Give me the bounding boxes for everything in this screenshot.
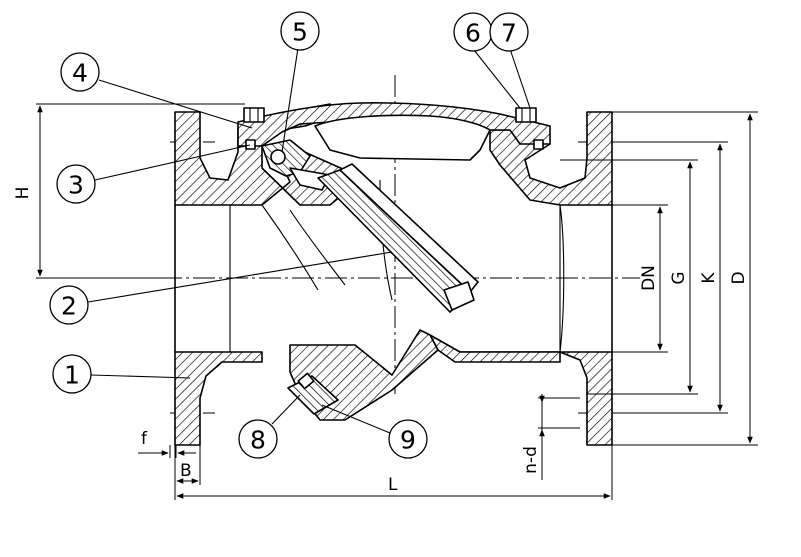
dim-label-H: H	[13, 187, 33, 200]
hinge-assembly	[261, 139, 331, 191]
dimension-labels: H DN G K D n-d f B L	[13, 187, 749, 495]
gasket-right	[533, 139, 544, 150]
callout-3-label: 3	[68, 171, 84, 200]
swing-disc	[317, 163, 479, 313]
dimension-lines	[36, 103, 758, 500]
dim-label-DN: DN	[639, 265, 659, 291]
callout-4-label: 4	[72, 59, 88, 88]
dim-label-G: G	[669, 271, 689, 284]
bolt-left	[243, 107, 265, 123]
drain-plug	[287, 372, 339, 415]
callout-2-label: 2	[61, 292, 77, 321]
bolt-right	[515, 107, 537, 123]
callout-1: 1	[52, 354, 92, 394]
bore-outline	[174, 179, 613, 353]
dim-label-L: L	[388, 475, 398, 495]
callout-9: 9	[388, 419, 428, 459]
callout-7-label: 7	[501, 19, 517, 48]
dim-label-K: K	[699, 272, 719, 284]
callout-1-label: 1	[64, 361, 80, 390]
dim-label-f: f	[141, 429, 148, 449]
callout-7: 7	[489, 12, 529, 52]
callout-5-label: 5	[292, 18, 308, 47]
callout-6-label: 6	[465, 19, 481, 48]
dim-label-nd: n-d	[521, 446, 541, 474]
callout-4: 4	[60, 52, 100, 92]
callout-8: 8	[238, 419, 278, 459]
callout-3: 3	[56, 164, 96, 204]
leader-lines	[87, 47, 531, 434]
callout-6: 6	[453, 12, 493, 52]
dim-label-D: D	[729, 271, 749, 284]
callout-5: 5	[280, 11, 320, 51]
dim-label-B: B	[180, 461, 192, 481]
callout-9-label: 9	[400, 426, 416, 455]
callout-8-label: 8	[250, 426, 266, 455]
bonnet-cover	[237, 102, 551, 161]
callout-2: 2	[49, 285, 89, 325]
hinge-pin	[270, 149, 286, 165]
gasket-left	[245, 139, 256, 150]
